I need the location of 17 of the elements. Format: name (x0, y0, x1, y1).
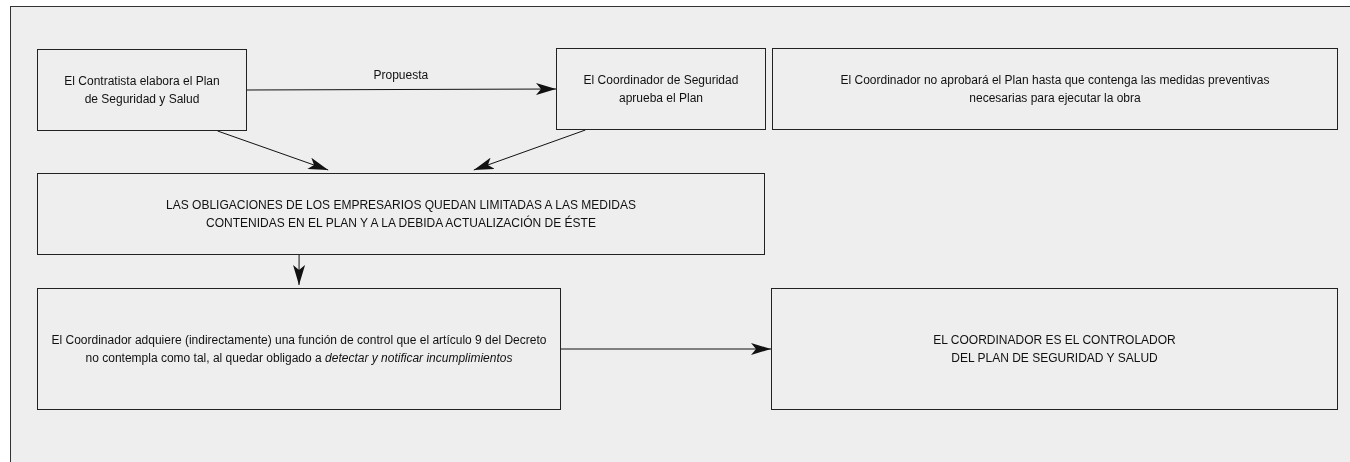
box-text: LAS OBLIGACIONES DE LOS EMPRESARIOS QUEDAN LIMITADAS A LAS MEDIDAS CONTENIDAS EN EL PLAN Y A LA DEBIDA ACTUALIZACIÓN DE ÉSTE (165, 197, 637, 232)
process-box (772, 48, 1338, 130)
process-box (37, 49, 247, 131)
arrow (246, 83, 557, 96)
process-box (771, 288, 1338, 410)
box-text: El Coordinador adquiere (indirectamente) una función de control que el artículo 9 del Decreto no contempla como tal, al quedar obligado a detectar y notificar incumplimientos (50, 332, 548, 367)
arrow (293, 254, 306, 286)
box-text: El Coordinador no aprobará el Plan hasta que contenga las medidas preventivas necesarias para ejecutar la obra (839, 72, 1271, 107)
box-text: EL COORDINADOR ES EL CONTROLADOR DEL PLAN DE SEGURIDAD Y SALUD (932, 332, 1177, 367)
process-box (556, 48, 766, 130)
box-text: El Contratista elabora el Plan de Seguridad y Salud (63, 73, 221, 108)
process-box (37, 173, 765, 255)
process-box (37, 288, 561, 410)
arrow (560, 343, 772, 355)
arrow (473, 129, 586, 171)
box-text: El Coordinador de Seguridad aprueba el Plan (582, 72, 740, 107)
arrow (217, 130, 329, 171)
